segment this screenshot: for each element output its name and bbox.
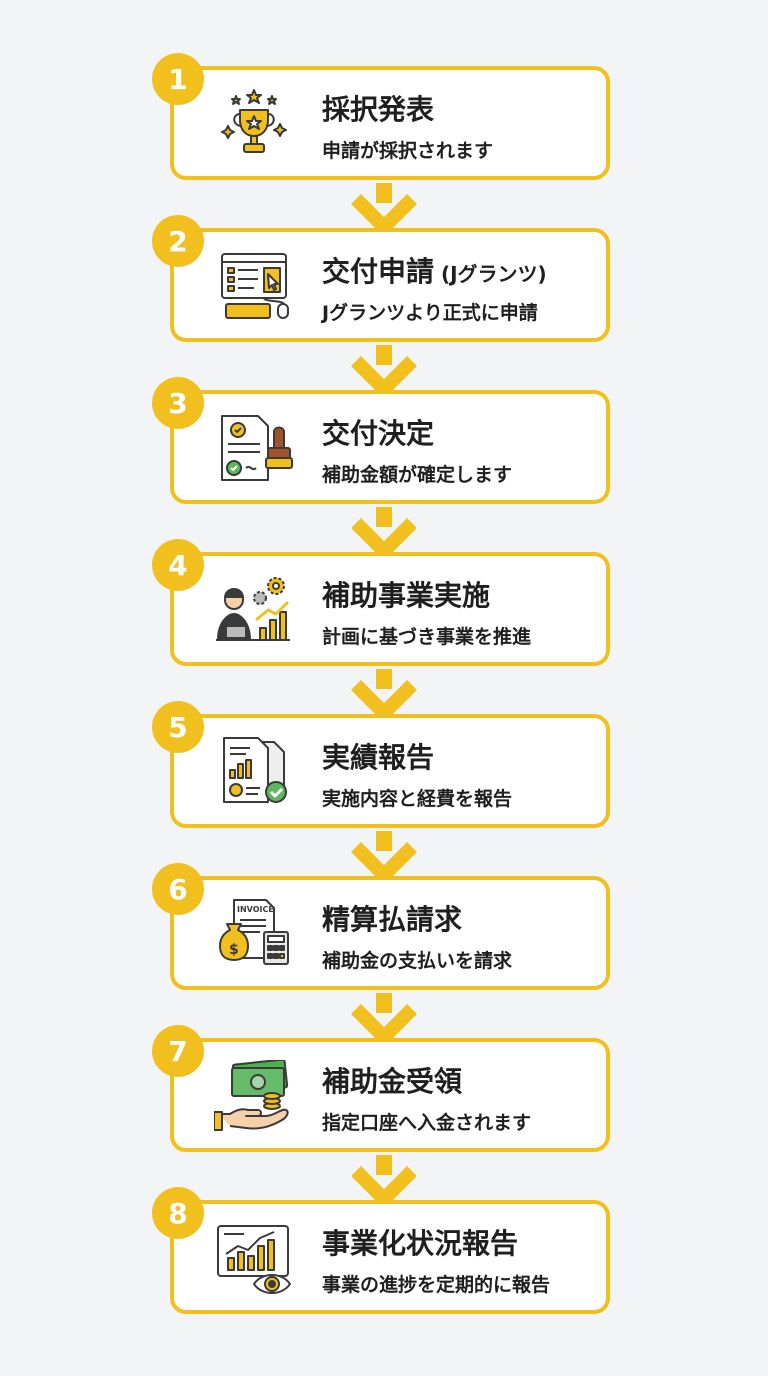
step-card-5: 5 実績報告 実施内容と経費を報告 [152,701,610,828]
step-title-suffix: (Jグランツ) [434,262,547,286]
step-title: 実績報告 [322,741,435,774]
step-description: 実施内容と経費を報告 [322,788,513,810]
step-number-badge: 7 [152,1025,204,1077]
step-card-4: 4 補助事業実施 計画に基づき事業を推進 [152,539,610,666]
step-number-badge: 6 [152,863,204,915]
down-arrow-icon [351,669,417,719]
down-arrow-icon [351,993,417,1043]
step-card-1: 1 採択発表 申請が採択されます [152,53,610,180]
down-arrow-icon [351,831,417,881]
invoice-label: INVOICE [237,905,274,914]
step-title: 補助事業実施 [322,579,491,612]
step-title: 採択発表 [322,93,435,126]
step-description: 事業の進捗を定期的に報告 [322,1274,551,1296]
step-card-3: 3 交付決定 補助金額が確定します [152,377,610,504]
step-description: 指定口座へ入金されます [322,1112,532,1134]
step-title: 精算払請求 [322,903,463,936]
step-number-badge: 8 [152,1187,204,1239]
down-arrow-icon [351,183,417,233]
report-check-icon [223,737,287,803]
svg-text:$: $ [229,942,239,958]
approved-document-stamp-icon [221,415,293,481]
step-description: 申請が採択されます [322,140,494,162]
down-arrow-icon [351,1155,417,1205]
step-description: 補助金の支払いを請求 [322,950,513,972]
computer-application-icon [221,253,289,319]
step-number-badge: 3 [152,377,204,429]
step-card-2: 2 交付申請 (Jグランツ) Jグランツより正式に申請 [152,215,610,342]
down-arrow-icon [351,345,417,395]
step-card-8: 8 事業化状況報告 事業の進捗を定期的に報告 [152,1187,610,1314]
step-description: Jグランツより正式に申請 [322,302,538,324]
step-title: 事業化状況報告 [322,1227,519,1260]
invoice-calculator-icon: INVOICE $ [219,899,289,965]
step-title: 交付申請 (Jグランツ) [322,255,547,288]
step-number-badge: 5 [152,701,204,753]
step-title: 補助金受領 [322,1065,463,1098]
step-card-7: 7 補助金受領 指定口座へ入金されます [152,1025,610,1152]
trophy-icon [221,89,287,153]
step-description: 補助金額が確定します [322,464,513,486]
step-description: 計画に基づき事業を推進 [322,626,532,648]
money-receive-icon [214,1060,289,1131]
step-number-badge: 1 [152,53,204,105]
step-number-badge: 2 [152,215,204,267]
monitoring-chart-icon [217,1225,291,1294]
business-growth-icon [216,577,290,641]
step-number-badge: 4 [152,539,204,591]
step-title: 交付決定 [322,417,435,450]
down-arrow-icon [351,507,417,557]
step-card-6: 6 INVOICE $ 精算払請求 補助金の支払いを請求 [152,863,610,990]
